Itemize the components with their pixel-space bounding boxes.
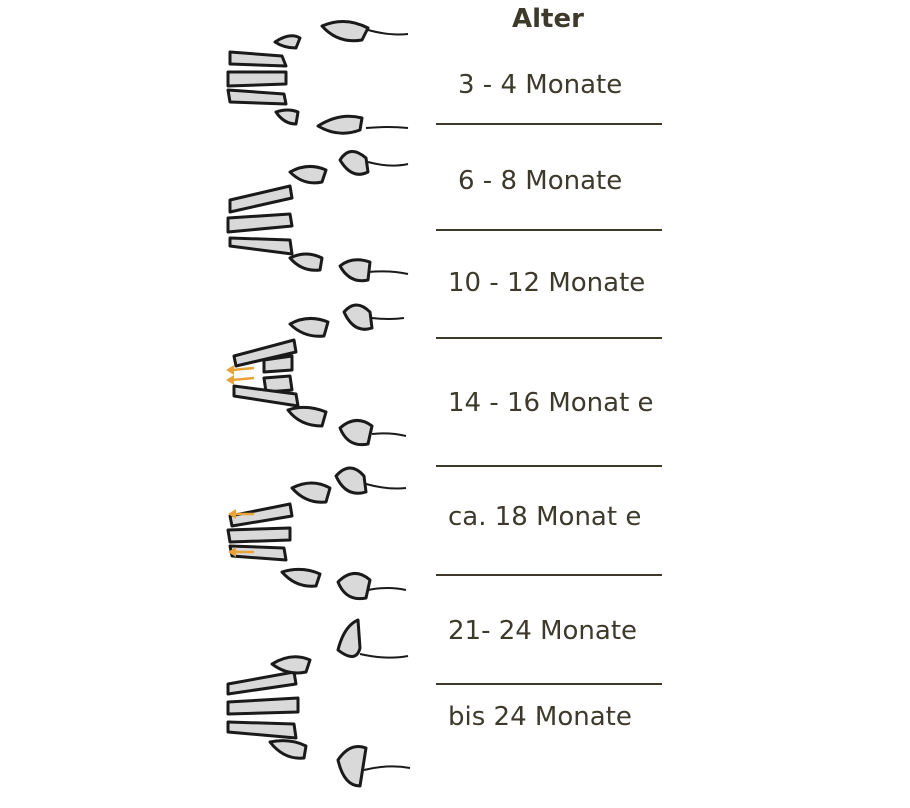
jaw-stage-4 <box>226 466 407 601</box>
age-heading: Alter <box>512 4 584 34</box>
jaw-stage-3 <box>232 303 407 447</box>
divider <box>436 465 662 467</box>
divider <box>436 123 662 125</box>
age-label-18: ca. 18 Monat e <box>448 502 642 532</box>
divider <box>436 683 662 685</box>
age-label-21-24: 21- 24 Monate <box>448 616 638 646</box>
age-label-14-16: 14 - 16 Monat e <box>448 388 654 418</box>
divider <box>436 337 662 339</box>
jaw-stage-2 <box>226 150 409 283</box>
arrow-left-icon <box>226 365 255 557</box>
divider <box>436 229 662 231</box>
jaw-stage-5 <box>226 618 411 788</box>
divider <box>436 574 662 576</box>
jaw-stage-1 <box>226 20 409 135</box>
jaw-teeth-illustration <box>226 20 411 788</box>
age-label-10-12: 10 - 12 Monate <box>448 268 646 298</box>
age-label-3-4: 3 - 4 Monate <box>458 70 623 100</box>
age-label-6-8: 6 - 8 Monate <box>458 166 623 196</box>
age-label-bis-24: bis 24 Monate <box>448 702 632 732</box>
